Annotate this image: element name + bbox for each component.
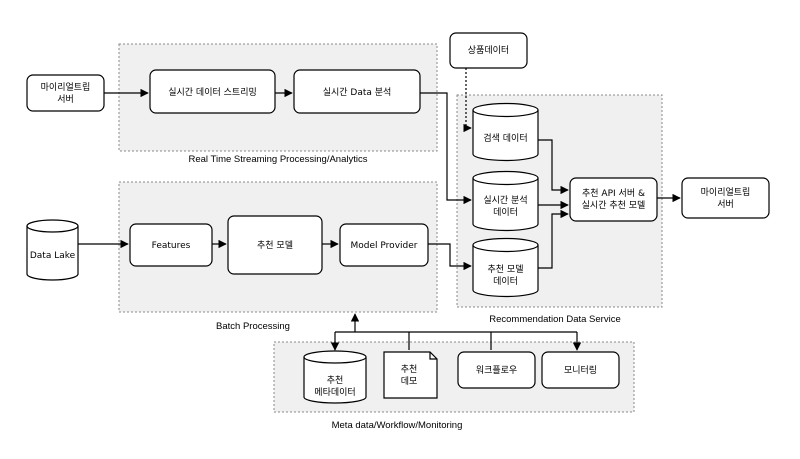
node-reco-demo-line2: 데모 bbox=[401, 376, 418, 387]
node-product-data-label: 상품데이터 bbox=[468, 45, 509, 56]
node-reco-api: 추천 API 서버 & 실시간 추천 모델 bbox=[569, 177, 658, 222]
node-mariri-server-in-line1: 마이리얼트립 bbox=[41, 82, 91, 93]
meta-group-label: Meta data/Workflow/Monitoring bbox=[332, 420, 463, 431]
node-realtime-analysis-data-line2: 데이터 bbox=[493, 207, 518, 218]
node-search-data: 검색 데이터 bbox=[472, 102, 539, 162]
edge-provider-to-model-data bbox=[428, 243, 472, 271]
node-reco-metadata: 추천 메타데이터 bbox=[303, 350, 367, 404]
edge-product-to-search bbox=[463, 68, 472, 133]
node-monitoring: 모니터링 bbox=[541, 351, 620, 389]
node-realtime-analysis: 실시간 Data 분석 bbox=[293, 69, 421, 114]
node-mariri-server-in-line2: 서버 bbox=[57, 94, 74, 105]
node-reco-api-line1: 추천 API 서버 & bbox=[582, 188, 645, 199]
node-reco-model-data-line1: 추천 모델 bbox=[488, 263, 524, 275]
node-model-provider: Model Provider bbox=[339, 223, 429, 267]
node-reco-model: 추천 모델 bbox=[227, 215, 323, 275]
node-data-lake-label: Data Lake bbox=[30, 251, 76, 261]
service-group-label: Recommendation Data Service bbox=[489, 314, 620, 325]
node-reco-demo: 추천 데모 bbox=[383, 351, 438, 399]
node-mariri-server-out-line2: 서버 bbox=[717, 199, 734, 210]
node-monitoring-label: 모니터링 bbox=[564, 364, 597, 376]
node-mariri-server-out: 마이리얼트립 서버 bbox=[681, 177, 770, 219]
realtime-group-label: Real Time Streaming Processing/Analytics bbox=[189, 154, 368, 165]
node-search-data-label: 검색 데이터 bbox=[483, 132, 527, 144]
node-reco-demo-line1: 추천 bbox=[401, 364, 418, 375]
node-product-data: 상품데이터 bbox=[449, 32, 528, 69]
node-data-lake: Data Lake bbox=[26, 219, 79, 281]
node-realtime-analysis-data: 실시간 분석 데이터 bbox=[472, 170, 539, 232]
edge-analysis-to-realtime-data bbox=[420, 92, 472, 205]
node-reco-model-label: 추천 모델 bbox=[257, 239, 293, 251]
node-mariri-server-in: 마이리얼트립 서버 bbox=[26, 74, 105, 112]
node-reco-api-line2: 실시간 추천 모델 bbox=[582, 199, 646, 211]
edge-model-data-to-api bbox=[538, 209, 569, 269]
batch-group-label: Batch Processing bbox=[216, 321, 290, 332]
node-mariri-server-out-line1: 마이리얼트립 bbox=[701, 187, 751, 198]
node-realtime-analysis-data-line1: 실시간 분석 bbox=[483, 195, 527, 206]
node-reco-metadata-line2: 메타데이터 bbox=[314, 387, 355, 398]
node-realtime-analysis-label: 실시간 Data 분석 bbox=[323, 87, 392, 98]
node-model-provider-label: Model Provider bbox=[351, 241, 418, 251]
node-features-label: Features bbox=[152, 241, 191, 251]
node-realtime-streaming-label: 실시간 데이터 스트리밍 bbox=[168, 87, 257, 98]
node-reco-metadata-line1: 추천 bbox=[327, 375, 344, 386]
node-features: Features bbox=[129, 223, 213, 267]
node-realtime-streaming: 실시간 데이터 스트리밍 bbox=[149, 69, 276, 114]
node-workflow-label: 워크플로우 bbox=[476, 365, 517, 376]
edge-search-to-api bbox=[538, 139, 569, 195]
node-reco-model-data: 추천 모델 데이터 bbox=[472, 237, 539, 298]
node-workflow: 워크플로우 bbox=[457, 351, 536, 389]
node-reco-model-data-line2: 데이터 bbox=[493, 276, 518, 287]
